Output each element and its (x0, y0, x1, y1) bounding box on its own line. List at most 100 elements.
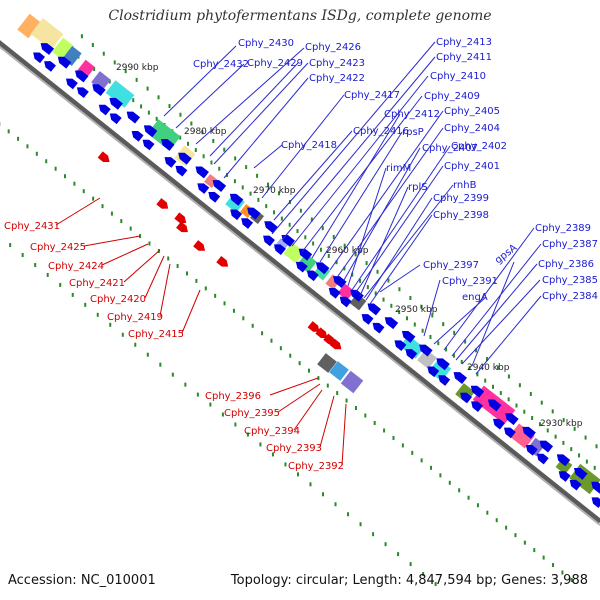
reverse-gene-arrow[interactable] (365, 300, 381, 316)
reverse-gene-arrow[interactable] (534, 451, 549, 465)
reverse-gene-arrow[interactable] (417, 342, 433, 357)
reverse-gene-arrow[interactable] (42, 58, 56, 72)
gene-label[interactable]: Cphy_2409 (424, 91, 480, 102)
reverse-gene-arrow[interactable] (382, 314, 399, 330)
reverse-gene-arrow[interactable] (458, 390, 473, 404)
gene-label[interactable]: Cphy_2415 (128, 329, 184, 340)
gene-label[interactable]: Cphy_2413 (436, 37, 492, 48)
gene-label[interactable]: Cphy_2404 (444, 123, 500, 134)
gene-label[interactable]: rimM (386, 163, 411, 174)
reverse-gene-arrow[interactable] (370, 320, 385, 334)
reverse-gene-arrow[interactable] (359, 311, 374, 325)
gene-label[interactable]: Cphy_2407 (422, 143, 478, 154)
gene-label[interactable]: Cphy_2393 (266, 443, 322, 454)
reverse-gene-arrow[interactable] (304, 267, 319, 282)
reverse-gene-arrow[interactable] (485, 396, 502, 412)
reverse-gene-arrow[interactable] (589, 479, 600, 494)
reverse-gene-arrow[interactable] (262, 218, 278, 234)
gene-label[interactable]: Cphy_2430 (238, 38, 294, 49)
forward-gene-arrow[interactable] (216, 256, 230, 270)
reverse-gene-arrow[interactable] (451, 369, 468, 384)
gene-label[interactable]: Cphy_2416 (353, 126, 409, 137)
reverse-gene-arrow[interactable] (107, 95, 123, 110)
gene-label[interactable]: rpsP (402, 127, 424, 138)
gene-label[interactable]: Cphy_2394 (244, 426, 300, 437)
reverse-gene-arrow[interactable] (468, 383, 485, 398)
gene-label[interactable]: Cphy_2426 (305, 42, 361, 53)
reverse-gene-arrow[interactable] (331, 273, 347, 288)
gene-label[interactable]: Cphy_2425 (30, 242, 86, 253)
reverse-gene-arrow[interactable] (141, 122, 158, 138)
gene-label[interactable]: Cphy_2405 (444, 106, 500, 117)
gene-label[interactable]: Cphy_2417 (344, 90, 400, 101)
reverse-gene-arrow[interactable] (193, 163, 209, 179)
gene-label[interactable]: Cphy_2399 (433, 193, 489, 204)
gene-label[interactable]: Cphy_2424 (48, 261, 104, 272)
gene-label[interactable]: Cphy_2391 (442, 276, 498, 287)
reverse-gene-arrow[interactable] (195, 180, 210, 194)
reverse-gene-arrow[interactable] (55, 54, 72, 69)
reverse-gene-arrow[interactable] (392, 337, 407, 351)
reverse-gene-arrow[interactable] (348, 287, 364, 302)
gene-label[interactable]: Cphy_2395 (224, 408, 280, 419)
reverse-gene-arrow[interactable] (261, 233, 275, 247)
gene-label[interactable]: Cphy_2423 (309, 58, 365, 69)
reverse-gene-arrow[interactable] (326, 285, 341, 299)
reverse-gene-arrow[interactable] (162, 154, 177, 168)
gene-label[interactable]: Cphy_2402 (451, 141, 507, 152)
forward-gene-arrow[interactable] (193, 240, 207, 254)
reverse-gene-arrow[interactable] (503, 410, 519, 426)
reverse-gene-arrow[interactable] (90, 81, 106, 97)
reverse-gene-arrow[interactable] (31, 49, 46, 64)
gene-label[interactable]: Cphy_2392 (288, 461, 344, 472)
reverse-gene-arrow[interactable] (293, 259, 308, 273)
gene-label[interactable]: Cphy_2412 (384, 109, 440, 120)
gene-label[interactable]: rnhB (453, 180, 477, 191)
reverse-gene-arrow[interactable] (556, 468, 571, 482)
forward-gene-arrow[interactable] (174, 212, 188, 226)
reverse-gene-arrow[interactable] (337, 294, 352, 308)
reverse-gene-arrow[interactable] (436, 372, 451, 386)
forward-gene-arrow[interactable] (97, 151, 112, 165)
reverse-gene-arrow[interactable] (399, 328, 416, 343)
gene-label[interactable]: Cphy_2410 (430, 71, 486, 82)
gene-label[interactable]: Cphy_2386 (538, 259, 594, 270)
reverse-gene-arrow[interactable] (272, 241, 286, 255)
reverse-gene-arrow[interactable] (469, 398, 484, 413)
reverse-gene-arrow[interactable] (520, 424, 536, 439)
gene-label[interactable]: Cphy_2387 (542, 239, 598, 250)
gene-label[interactable]: Cphy_2389 (535, 223, 591, 234)
gene-label[interactable]: gpsA (493, 242, 519, 266)
gene-label[interactable]: Cphy_2432 (193, 59, 249, 70)
gene-label[interactable]: Cphy_2401 (444, 161, 500, 172)
gene-label[interactable]: Cphy_2397 (423, 260, 479, 271)
forward-gene-arrow[interactable] (176, 221, 190, 235)
gene-label[interactable]: Cphy_2421 (69, 278, 125, 289)
reverse-gene-arrow[interactable] (176, 150, 192, 165)
gene-label[interactable]: Cphy_2419 (107, 312, 163, 323)
reverse-gene-arrow[interactable] (159, 136, 175, 151)
reverse-gene-arrow[interactable] (572, 465, 588, 480)
reverse-gene-arrow[interactable] (38, 40, 55, 55)
reverse-gene-arrow[interactable] (491, 416, 505, 430)
reverse-gene-arrow[interactable] (96, 102, 111, 116)
forward-gene-arrow[interactable] (315, 327, 329, 341)
reverse-gene-arrow[interactable] (227, 191, 244, 206)
reverse-gene-arrow[interactable] (140, 137, 155, 151)
gene-label[interactable]: Cphy_2420 (90, 294, 146, 305)
reverse-gene-arrow[interactable] (129, 128, 144, 142)
gene-label[interactable]: engA (462, 292, 488, 303)
reverse-gene-arrow[interactable] (537, 438, 554, 453)
reverse-gene-arrow[interactable] (279, 232, 295, 247)
reverse-gene-arrow[interactable] (589, 494, 600, 508)
gene-label[interactable]: Cphy_2431 (4, 221, 60, 232)
reverse-gene-arrow[interactable] (210, 177, 227, 193)
gene-label[interactable]: Cphy_2411 (436, 52, 492, 63)
reverse-gene-arrow[interactable] (173, 163, 188, 177)
gene-label[interactable]: Cphy_2384 (542, 291, 598, 302)
reverse-gene-arrow[interactable] (63, 76, 78, 90)
reverse-gene-arrow[interactable] (567, 477, 582, 491)
reverse-gene-arrow[interactable] (554, 451, 571, 467)
gene-label[interactable]: Cphy_2398 (433, 210, 489, 221)
forward-gene-arrow[interactable] (307, 321, 322, 335)
